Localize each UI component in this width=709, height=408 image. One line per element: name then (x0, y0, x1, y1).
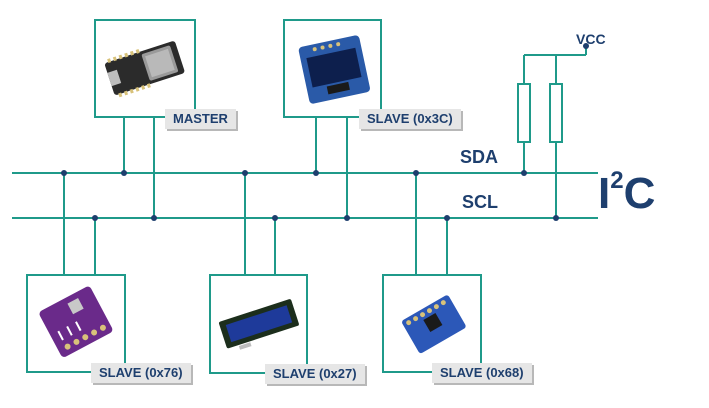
oled-display-icon (298, 35, 370, 104)
vcc-label: VCC (576, 31, 606, 47)
master-device-box (94, 19, 196, 118)
mpu-label: SLAVE (0x68) (432, 363, 532, 383)
i2c-title: I2C (598, 167, 656, 218)
scl-pullup-resistor (549, 83, 563, 143)
lcd-display-icon (219, 299, 299, 350)
bme-label: SLAVE (0x76) (91, 363, 191, 383)
esp32-board-icon (105, 41, 185, 98)
oled-label: SLAVE (0x3C) (359, 109, 461, 129)
sda-label: SDA (460, 147, 499, 167)
master-label: MASTER (165, 109, 236, 129)
oled-device-box (283, 19, 382, 118)
lcd-device-box (209, 274, 308, 374)
mpu6050-sensor-icon (402, 295, 466, 354)
sda-pullup-resistor (517, 83, 531, 143)
scl-label: SCL (462, 192, 498, 212)
bme280-sensor-icon (39, 286, 113, 357)
bme-device-box (26, 274, 126, 373)
junction-dots (61, 43, 589, 221)
lcd-label: SLAVE (0x27) (265, 364, 365, 384)
mpu-device-box (382, 274, 482, 373)
